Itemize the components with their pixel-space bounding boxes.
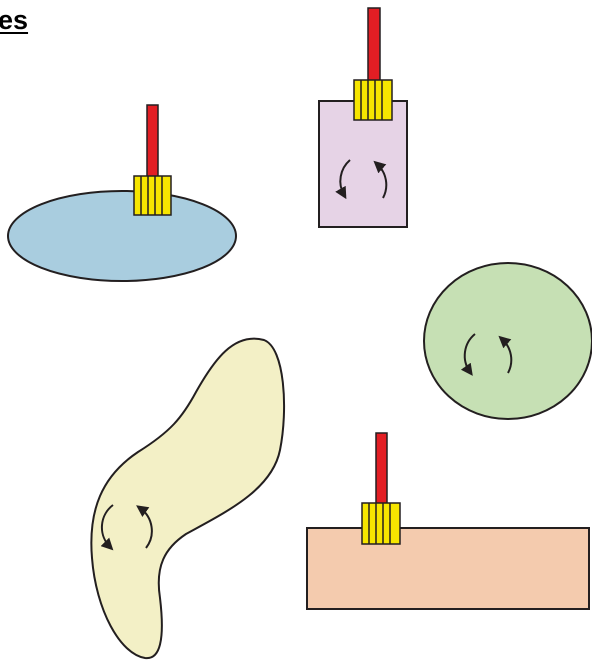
handle-shaft (147, 105, 158, 177)
pink-rectangle-handle (354, 8, 392, 120)
peach-rectangle-object (307, 433, 589, 609)
blue-ellipse-handle (134, 105, 171, 215)
peach-rectangle-body (307, 528, 589, 609)
peach-rectangle-handle (362, 433, 400, 544)
handle-grip (362, 503, 400, 544)
handle-shaft (368, 8, 380, 82)
yellow-blob-object (91, 339, 284, 659)
handle-grip (354, 80, 392, 120)
green-circle-body (424, 263, 592, 419)
pink-rectangle-object (319, 8, 407, 227)
handle-shaft (376, 433, 387, 505)
blue-ellipse-body (8, 191, 236, 281)
blue-ellipse-object (8, 105, 236, 281)
yellow-blob-body (91, 339, 284, 659)
green-circle-object (424, 263, 592, 419)
handle-grip (134, 176, 171, 215)
